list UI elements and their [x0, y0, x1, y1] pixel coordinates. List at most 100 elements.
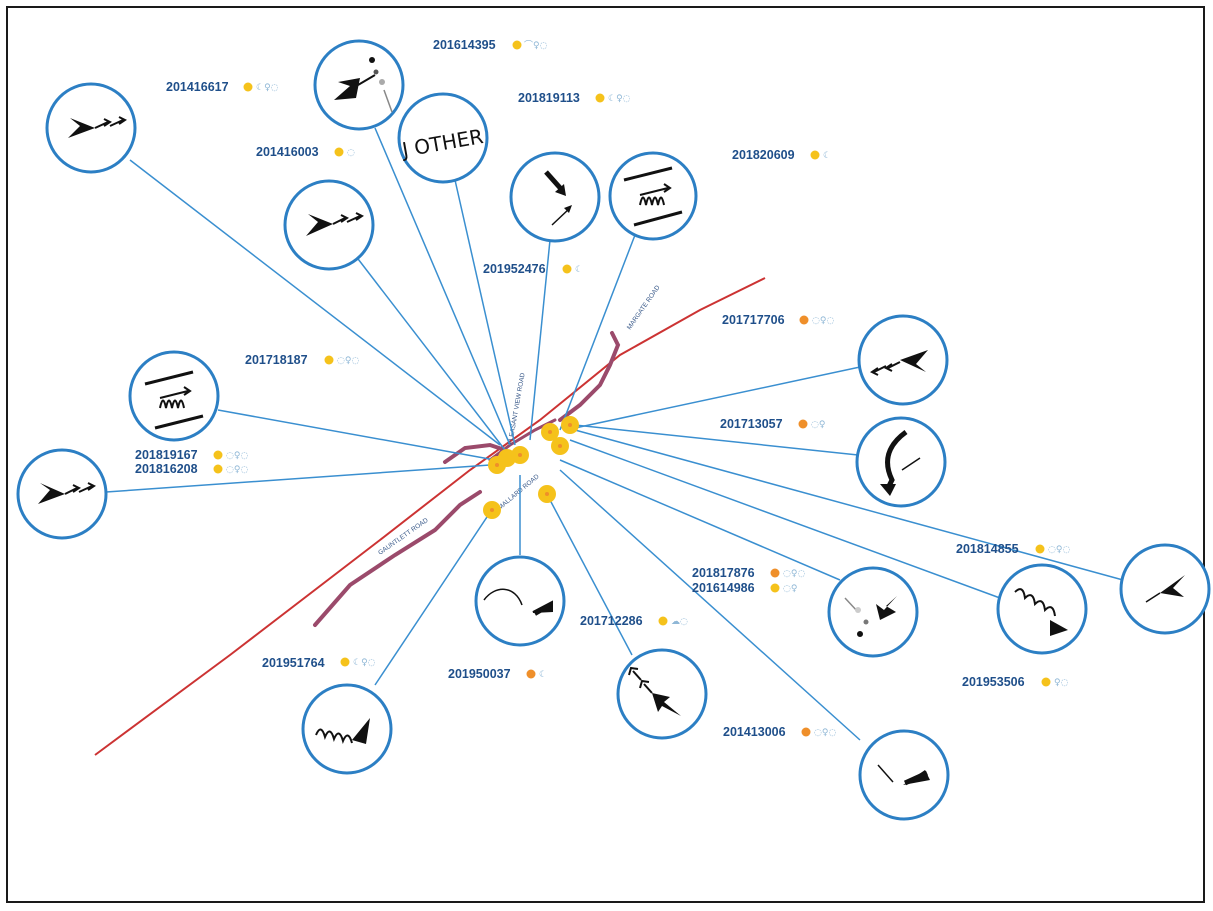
maroon-road-sw — [313, 490, 482, 627]
svg-text:♀◌: ♀◌ — [1054, 678, 1069, 688]
svg-text:201416617: 201416617 — [166, 80, 229, 94]
crash-label[interactable]: 201820609 ☾ — [732, 148, 831, 162]
svg-text:201717706: 201717706 — [722, 313, 785, 327]
coil-in-box-icon[interactable] — [608, 151, 698, 241]
svg-text:☾♀◌: ☾♀◌ — [353, 658, 376, 668]
crash-label[interactable]: 201416617☾♀◌ — [166, 80, 279, 94]
red-road-line — [94, 277, 766, 756]
crash-label[interactable]: 201712286 ☁◌ — [580, 614, 688, 628]
leader-line — [529, 239, 551, 441]
arrow-with-dots-icon[interactable] — [313, 39, 405, 131]
crash-label[interactable]: 201816208 ◌♀◌ — [135, 462, 248, 476]
maroon-road-w — [443, 442, 507, 464]
leader-line — [217, 409, 496, 461]
svg-text:201953506: 201953506 — [962, 675, 1025, 689]
leader-line — [574, 424, 859, 456]
svg-text:◌♀◌: ◌♀◌ — [226, 465, 248, 475]
coil-spiral-icon[interactable] — [996, 563, 1088, 655]
leader-line — [105, 464, 491, 493]
svg-text:◌♀◌: ◌♀◌ — [337, 356, 359, 366]
curved-arrow-icon[interactable] — [474, 555, 566, 647]
other-text-icon[interactable]: J OTHER — [397, 92, 489, 184]
three-arrows-left-icon[interactable] — [857, 314, 949, 406]
svg-text:☾: ☾ — [539, 670, 547, 680]
svg-text:◌♀◌: ◌♀◌ — [783, 569, 805, 579]
crash-label[interactable]: 201819113 ☾♀◌ — [518, 91, 631, 105]
coil-in-box-icon[interactable] — [128, 350, 220, 442]
svg-text:◌♀: ◌♀ — [811, 420, 825, 430]
road-label-mallard: MALLARD ROAD — [497, 473, 541, 512]
svg-text:◌♀◌: ◌♀◌ — [812, 316, 834, 326]
svg-text:201951764: 201951764 — [262, 656, 325, 670]
crash-label[interactable]: 201713057 ◌♀ — [720, 417, 825, 431]
movement-diagrams: J OTHER — [16, 39, 1211, 821]
arrow-left-icon[interactable] — [1119, 543, 1211, 635]
crash-label[interactable]: 201416003 ◌ — [256, 145, 355, 159]
svg-text:◌♀◌: ◌♀◌ — [1048, 545, 1070, 555]
svg-text:201718187: 201718187 — [245, 353, 308, 367]
crash-label[interactable]: 201717706 ◌♀◌ — [722, 313, 834, 327]
road-label-pleasant-view: PLEASANT VIEW ROAD — [507, 372, 527, 445]
maroon-road-ne — [558, 331, 621, 422]
crash-label[interactable]: 201950037 ☾ — [448, 667, 547, 681]
leader-line — [549, 499, 633, 656]
svg-text:☾: ☾ — [575, 265, 583, 275]
diagram-frame — [6, 6, 1205, 903]
svg-text:⌒♀◌: ⌒♀◌ — [524, 40, 548, 51]
coil-loop-icon[interactable] — [301, 683, 393, 775]
crash-label[interactable]: 201953506 ♀◌ — [962, 675, 1069, 689]
leader-line — [559, 234, 636, 431]
svg-text:201413006: 201413006 — [723, 725, 786, 739]
arrow-with-dots-icon[interactable] — [827, 566, 919, 658]
leader-lines — [105, 127, 1124, 741]
s-curve-arrow-icon[interactable] — [855, 416, 947, 508]
leader-line — [129, 159, 501, 446]
crash-label[interactable]: 201614986 ◌♀ — [692, 581, 797, 595]
leader-line — [374, 504, 496, 686]
svg-text:201416003: 201416003 — [256, 145, 319, 159]
leader-line — [574, 429, 1124, 581]
crash-label[interactable]: 201817876 ◌♀◌ — [692, 566, 805, 580]
leader-line — [454, 179, 516, 446]
svg-text:◌♀: ◌♀ — [783, 584, 797, 594]
crash-label[interactable]: 201952476☾ — [483, 262, 583, 276]
svg-text:201816208: 201816208 — [135, 462, 198, 476]
crash-label[interactable]: 201819167 ◌♀◌ — [135, 448, 248, 462]
svg-text:☁◌: ☁◌ — [671, 617, 688, 627]
svg-text:☾♀◌: ☾♀◌ — [608, 94, 631, 104]
svg-text:201820609: 201820609 — [732, 148, 795, 162]
three-arrows-right-icon[interactable] — [45, 82, 137, 174]
crash-label[interactable]: 201951764 ☾♀◌ — [262, 656, 376, 670]
crash-label[interactable]: 201413006 ◌♀◌ — [723, 725, 836, 739]
leader-line — [354, 254, 506, 451]
three-arrows-up-left-icon[interactable] — [616, 648, 708, 740]
svg-text:201712286: 201712286 — [580, 614, 643, 628]
svg-text:201819113: 201819113 — [518, 91, 580, 105]
svg-text:201819167: 201819167 — [135, 448, 198, 462]
svg-text:◌♀◌: ◌♀◌ — [226, 451, 248, 461]
svg-text:◌♀◌: ◌♀◌ — [814, 728, 836, 738]
svg-text:201614986: 201614986 — [692, 581, 755, 595]
svg-text:◌: ◌ — [347, 148, 355, 158]
crash-label[interactable]: 201814855 ◌♀◌ — [956, 542, 1070, 556]
arrow-down-right-icon[interactable] — [858, 729, 950, 821]
three-arrows-right-icon[interactable] — [16, 448, 108, 540]
crash-dots — [483, 416, 579, 519]
road-label-margate: MARGATE ROAD — [626, 284, 662, 331]
crash-label[interactable]: 201718187 ◌♀◌ — [245, 353, 359, 367]
crash-label[interactable]: 201614395⌒♀◌ — [433, 38, 548, 52]
svg-text:201713057: 201713057 — [720, 417, 783, 431]
leader-line — [559, 459, 841, 581]
leader-line — [374, 127, 511, 446]
svg-text:201950037: 201950037 — [448, 667, 511, 681]
crash-labels: 201614395⌒♀◌ 201416617☾♀◌ 201819113☾♀◌ 2… — [135, 38, 1070, 739]
svg-text:201814855: 201814855 — [956, 542, 1019, 556]
diagonal-arrows-icon[interactable] — [509, 151, 601, 243]
crash-dot-centers — [490, 423, 572, 512]
svg-text:201817876: 201817876 — [692, 566, 755, 580]
leader-line — [574, 366, 861, 429]
svg-text:☾: ☾ — [823, 151, 831, 161]
leader-line — [559, 469, 861, 741]
three-arrows-right-icon[interactable] — [283, 179, 375, 271]
